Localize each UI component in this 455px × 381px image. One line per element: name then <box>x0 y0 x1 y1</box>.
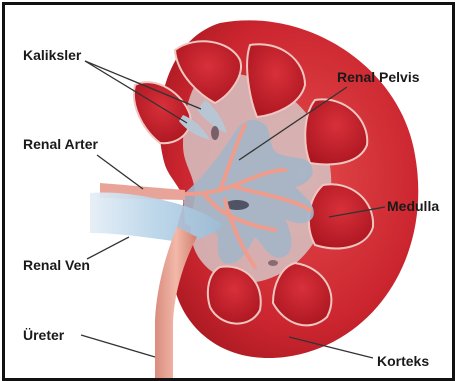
leader-ureter <box>81 335 155 357</box>
label-renal-pelvis: Renal Pelvis <box>337 69 420 85</box>
label-cortex: Korteks <box>377 353 429 369</box>
label-medulla: Medulla <box>387 198 439 214</box>
label-renal-vein: Renal Ven <box>23 257 90 273</box>
label-calyces: Kaliksler <box>23 47 82 63</box>
label-ureter: Üreter <box>23 327 65 343</box>
calyx-shadow <box>268 260 278 266</box>
leader-renal-vein <box>87 237 129 259</box>
kidney-diagram: Kaliksler Renal Pelvis Renal Arter Medul… <box>5 5 452 378</box>
label-renal-artery: Renal Arter <box>23 136 99 152</box>
calyx-shadow <box>211 126 219 140</box>
